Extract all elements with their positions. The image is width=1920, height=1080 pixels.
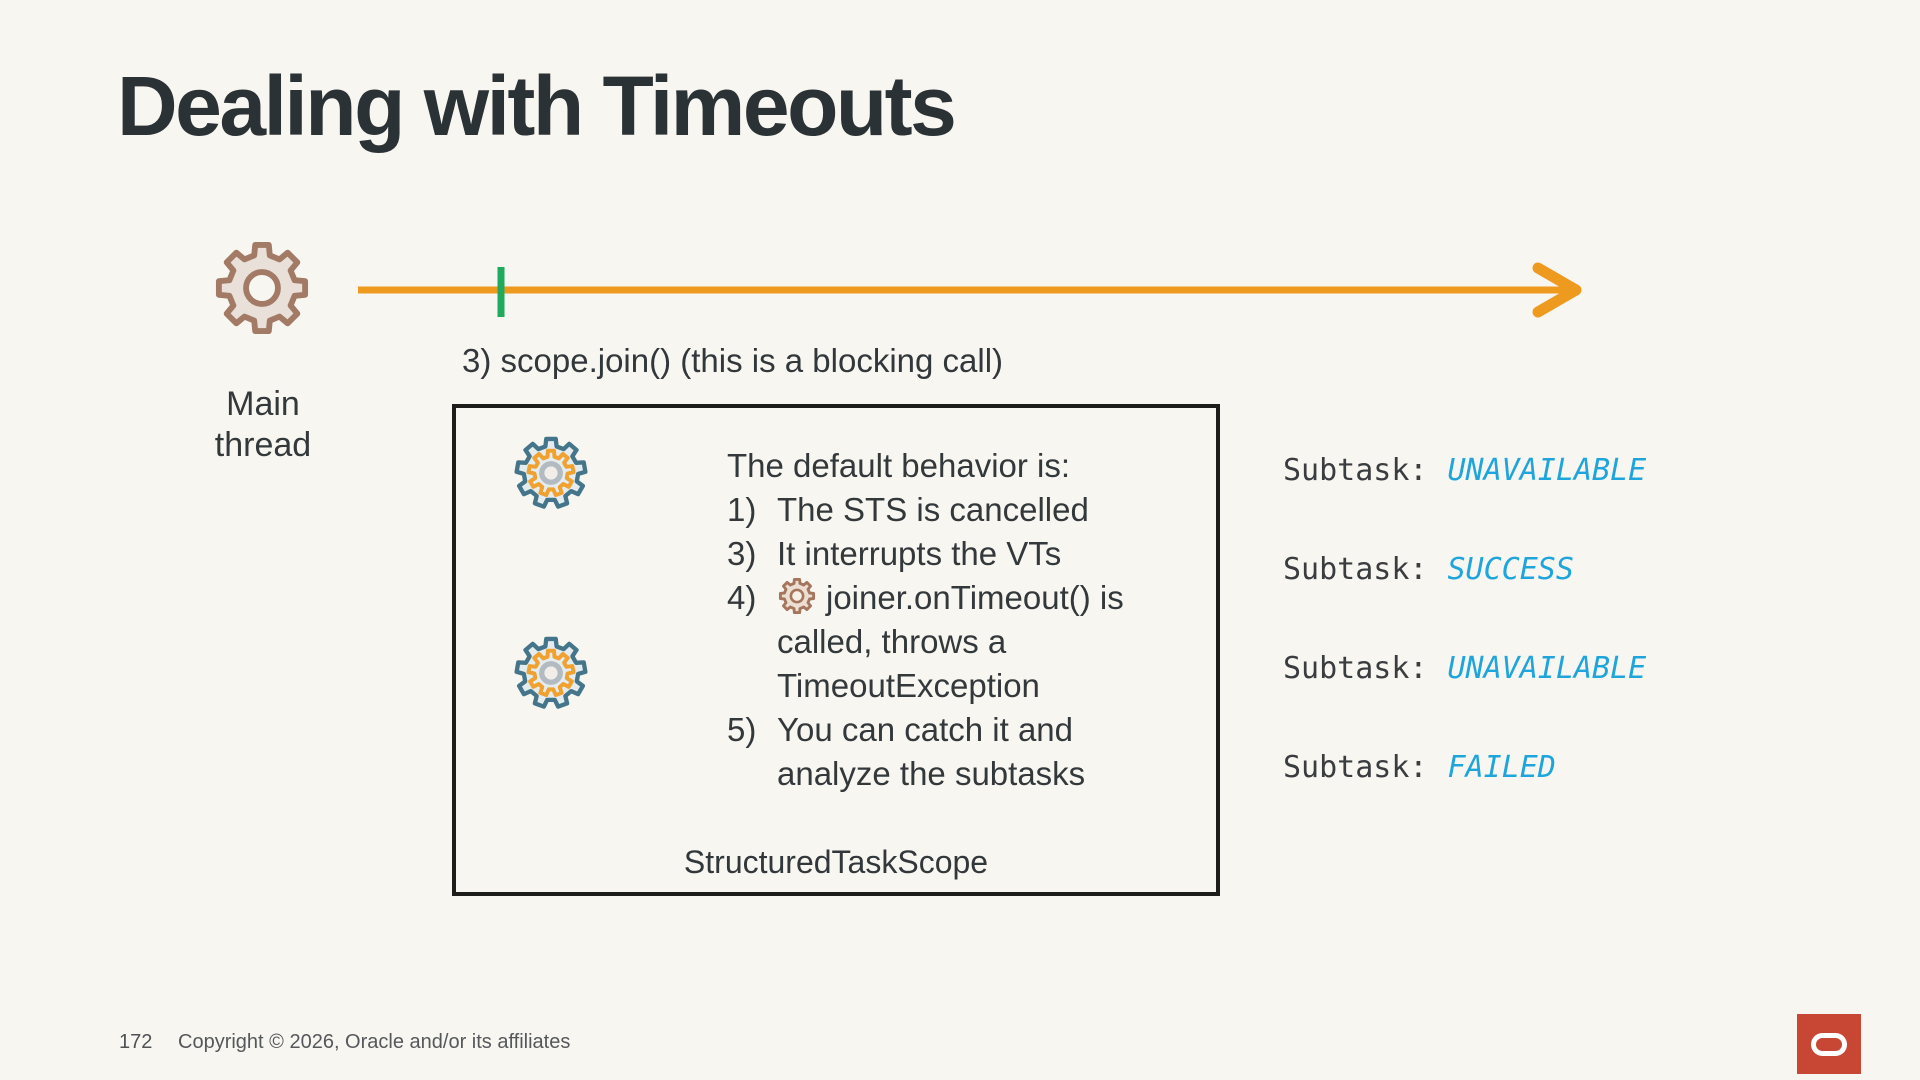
subtask-label: Subtask: bbox=[1283, 750, 1428, 785]
subtask-status: FAILED bbox=[1447, 750, 1556, 785]
subtask-row: Subtask: UNAVAILABLE bbox=[1283, 452, 1646, 490]
main-thread-gear-icon bbox=[210, 236, 314, 340]
main-thread-label: Main thread bbox=[214, 385, 312, 464]
subtask-status: UNAVAILABLE bbox=[1447, 453, 1647, 488]
oracle-logo bbox=[1797, 1014, 1861, 1074]
subtask-results: Subtask: UNAVAILABLE Subtask: SUCCESS Subt… bbox=[1283, 452, 1646, 787]
list-item-text: You can catch it and analyze the subtask… bbox=[777, 711, 1086, 792]
default-behavior-list: The default behavior is: 1) The STS is c… bbox=[727, 444, 1187, 796]
list-item-text-content: joiner.onTimeout() is called, throws a T… bbox=[777, 579, 1124, 704]
timeline-arrow bbox=[358, 262, 1582, 318]
page-number: 172 bbox=[119, 1031, 153, 1053]
virtual-thread-gear-icon bbox=[510, 432, 592, 514]
list-item: 4) joiner.onTimeout() is called, throws … bbox=[727, 576, 1187, 708]
subtask-row: Subtask: UNAVAILABLE bbox=[1283, 650, 1646, 688]
list-item-text: joiner.onTimeout() is called, throws a T… bbox=[777, 576, 1187, 708]
virtual-thread-gear-icon bbox=[510, 632, 592, 714]
list-item: 5) You can catch it and analyze the subt… bbox=[727, 708, 1187, 796]
oracle-o-icon bbox=[1811, 1033, 1847, 1056]
list-item-text: It interrupts the VTs bbox=[777, 535, 1062, 572]
list-item-number: 3) bbox=[727, 535, 757, 572]
list-intro: The default behavior is: bbox=[727, 447, 1071, 484]
list-item-number: 5) bbox=[727, 711, 757, 748]
subtask-status: UNAVAILABLE bbox=[1447, 651, 1647, 686]
list-item-number: 1) bbox=[727, 491, 757, 528]
subtask-label: Subtask: bbox=[1283, 651, 1428, 686]
subtask-label: Subtask: bbox=[1283, 453, 1428, 488]
page-title: Dealing with Timeouts bbox=[117, 59, 957, 153]
list-item-text: The STS is cancelled bbox=[777, 491, 1089, 528]
list-item: 1) The STS is cancelled bbox=[727, 488, 1187, 532]
list-item-number: 4) bbox=[727, 579, 757, 616]
subtask-label: Subtask: bbox=[1283, 552, 1428, 587]
subtask-row: Subtask: FAILED bbox=[1283, 749, 1646, 787]
scope-box-caption: StructuredTaskScope bbox=[683, 844, 989, 880]
list-item: 3) It interrupts the VTs bbox=[727, 532, 1187, 576]
subtask-row: Subtask: SUCCESS bbox=[1283, 551, 1646, 589]
arrowhead-icon bbox=[1532, 262, 1582, 318]
scope-join-label: 3) scope.join() (this is a blocking call… bbox=[462, 342, 1004, 379]
subtask-status: SUCCESS bbox=[1447, 552, 1574, 587]
copyright-text: Copyright © 2026, Oracle and/or its affi… bbox=[178, 1031, 571, 1053]
timeout-gear-icon bbox=[777, 576, 817, 616]
structured-task-scope-box: The default behavior is: 1) The STS is c… bbox=[452, 404, 1220, 896]
